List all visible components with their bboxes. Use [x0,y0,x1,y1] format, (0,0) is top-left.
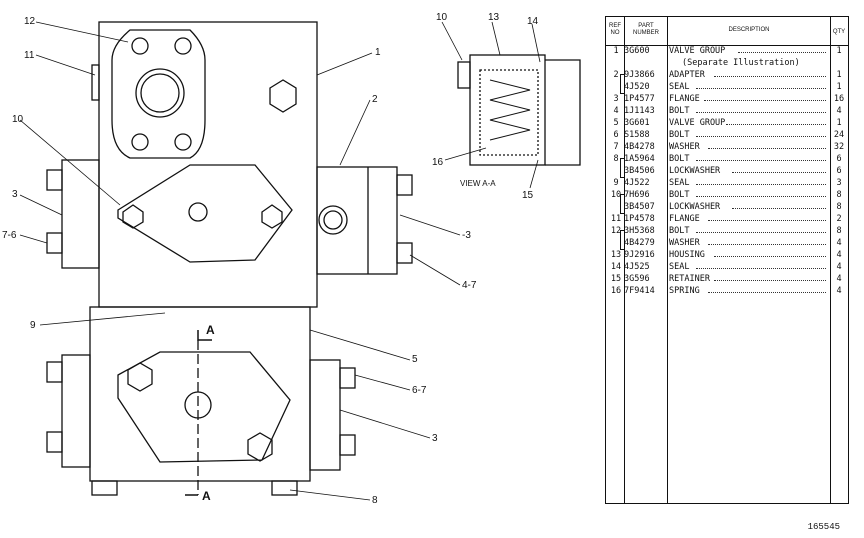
side-flange [91,64,100,101]
view-callout-15: 15 [522,190,534,201]
left-port-upper [61,159,100,269]
view-callout-10: 10 [436,12,448,23]
callout-5: 5 [412,354,418,365]
drawing-number: 165545 [807,522,840,532]
callout-9: 9 [30,320,36,331]
callout-1: 1 [375,47,381,58]
callout-3b: -3 [462,230,471,241]
callout-11: 11 [24,50,35,61]
lower-diamond-flange [117,351,291,463]
section-view-housing [469,54,546,166]
table-row: (Separate Illustration) [682,58,800,68]
right-port-lower [309,359,341,471]
header-description: DESCRIPTION [728,27,770,33]
view-callout-14: 14 [527,16,539,27]
header-ref: REF NO [609,23,621,36]
section-arrow-bottom: A [202,489,211,503]
hex-plug [269,79,297,113]
callout-4-7: 4-7 [462,280,477,291]
section-arrow-top: A [206,323,215,337]
callout-8: 8 [372,495,378,506]
valve-assembly-drawing: 12 11 1 2 10 3 7-6 -3 4-7 9 5 6-7 3 8 A … [2,12,581,506]
header-qty: QTY [832,29,846,35]
callout-12: 12 [24,16,36,27]
callout-7-6: 7-6 [2,230,17,241]
callout-3c: 3 [432,433,438,444]
adapter-port [135,68,185,118]
view-title: VIEW A-A [460,179,496,188]
header-part-number: PART NUMBER [632,23,659,36]
left-port-lower [61,354,91,468]
view-callout-16: 16 [432,157,444,168]
callout-6-7: 6-7 [412,385,427,396]
parts-table-header: REF NO PART NUMBER DESCRIPTION QTY [606,17,848,46]
right-port-upper [316,166,398,275]
lower-valve-body [89,306,311,482]
adapter-flange [111,29,206,159]
diamond-flange [117,164,293,263]
callout-10: 10 [12,114,24,125]
view-callout-13: 13 [488,12,500,23]
callout-2: 2 [372,94,378,105]
callout-3a: 3 [12,189,18,200]
